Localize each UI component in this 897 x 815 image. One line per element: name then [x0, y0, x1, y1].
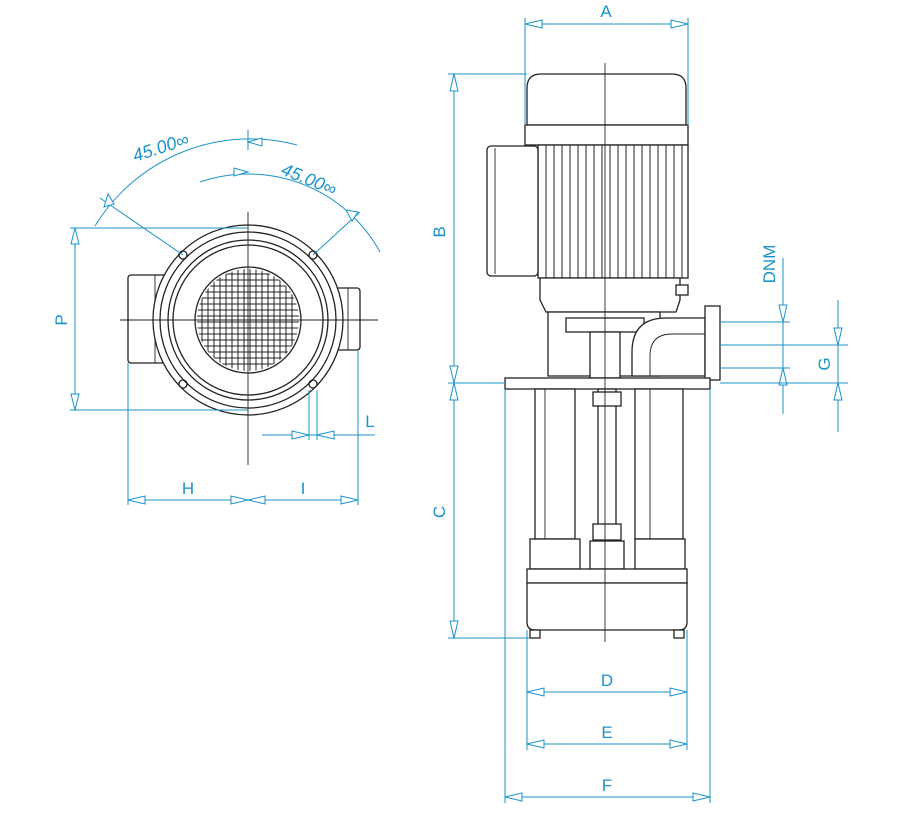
- bolt-hole: [178, 250, 188, 260]
- outlet-elbow: [631, 317, 706, 377]
- motor-body: [537, 144, 689, 279]
- dim-label-i: I: [301, 479, 306, 498]
- column-right: [634, 388, 684, 540]
- side-view: A B C D E F DNM: [430, 2, 848, 803]
- motor-cap: [526, 73, 687, 126]
- motor-base: [539, 277, 681, 313]
- angle-arc-outer: [94, 138, 298, 227]
- dim-label-g: G: [815, 357, 834, 370]
- dim-label-a: A: [600, 2, 612, 21]
- terminal-box: [486, 145, 539, 277]
- pump-bottom: [526, 582, 688, 631]
- angle-label-outer: 45.00∞: [130, 129, 191, 166]
- angle-arc-inner: [199, 173, 381, 253]
- dim-label-dnm: DNM: [760, 245, 779, 284]
- dim-label-l: L: [365, 412, 374, 431]
- dim-label-f: F: [602, 776, 612, 795]
- dim-label-c: C: [430, 506, 449, 518]
- dim-label-b: B: [430, 226, 449, 237]
- outlet-flange: [704, 305, 721, 381]
- bolt-hole: [178, 379, 188, 389]
- dim-label-p: P: [52, 314, 71, 325]
- dim-label-d: D: [601, 671, 613, 690]
- bolt-hole: [308, 250, 318, 260]
- dim-label-e: E: [601, 723, 612, 742]
- angle-label-inner: 45.00∞: [279, 159, 340, 199]
- top-view: 45.00∞ 45.00∞ P H I L: [52, 129, 381, 505]
- pump-base-flange: [526, 568, 688, 584]
- bolt-hole: [308, 379, 318, 389]
- shaft: [597, 388, 617, 540]
- column-left: [534, 388, 576, 540]
- dim-label-h: H: [182, 479, 194, 498]
- mounting-plate: [504, 377, 711, 390]
